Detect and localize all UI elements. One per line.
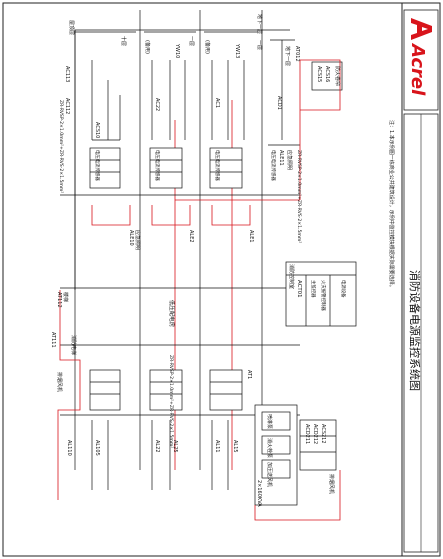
bottom-cab-left-1: AL110 (66, 440, 72, 456)
floor-10-label: 十层 (120, 36, 127, 46)
bottom-pump-2: 消火栓泵 (266, 438, 273, 458)
floor-b1-label: 地下一层 (256, 14, 263, 34)
col3-sensor-id: ALE1 (248, 230, 254, 243)
monitor-module-1: 主监控器 (310, 280, 317, 298)
col2-cabinet-1: AC22 (154, 98, 160, 111)
col1-stair: 楼梯 (62, 292, 69, 302)
drawing-note: 注：1.本示例图一栋商业公共建筑设计，示例中监控模块根据实际需要选择。 (388, 120, 395, 290)
monitor-host-box (285, 261, 357, 327)
monitor-host-id: ACT01 (296, 280, 302, 298)
monitor-module-2: 火灾报警控制器 (320, 280, 327, 311)
col3-ac-1: YW13 (234, 43, 240, 58)
bottom-pump-cap: 2×160KVA (256, 480, 262, 507)
col4-ats-label: 防火卷帘 (334, 66, 341, 86)
floor-1-label: 一层 (188, 36, 194, 46)
col1-feeder: ACS10 (94, 122, 100, 138)
main-bus-label: 低压配电房 (168, 300, 176, 327)
col4-monitor-name: 应急照明 (286, 150, 293, 170)
col4-monitor: 电压电流传感器 (270, 150, 277, 181)
cable-spec-right: ZR-RVSP-2×1.0mm²+ZR-RVS-2×1.5mm² (296, 150, 302, 243)
brand-name: Acrel (407, 42, 428, 96)
bottom-fan-3: 排烟风机 (328, 474, 335, 494)
col2-tag-a: (备用) (144, 40, 151, 54)
bottom-cab-mid-2: AL25 (172, 440, 178, 453)
cable-spec-top: ZR-RVSP-2×1.0mm²+ZR-RVS-2×1.5mm² (58, 100, 64, 193)
col1-sensor: 电压电流传感器 (94, 150, 101, 181)
floor-roof-label: 屋顶层 (68, 20, 74, 35)
diagram-body (57, 10, 357, 521)
bottom-fan-2: 加压送风机 (266, 462, 273, 487)
col4-label-top: 地下一层 (284, 46, 291, 66)
col1-cabinet-1: AC113 (64, 66, 70, 82)
acrel-logo: Acrel (407, 16, 435, 104)
floor-b1-short-label: 一层 (256, 40, 262, 50)
monitor-host-title: 消防控制室 (288, 264, 295, 289)
col3-cabinet-1: AC1 (214, 98, 220, 108)
text-labels: 屋顶层 十层 一层 地下一层 一层 ZR-RVSP-2×1.0mm²+ZR-RV… (50, 14, 395, 507)
col4-label-right: AT012 (294, 46, 300, 62)
bottom-ats-a: ACD211 (304, 424, 310, 444)
title-block: Acrel 消防设备电源监控系统图 (403, 9, 439, 553)
col1-cabinet-2: AC112 (64, 98, 70, 114)
sheet-title: 消防设备电源监控系统图 (408, 270, 422, 391)
col1-sensor-id: ALE10 (128, 230, 134, 246)
bottom-pump-title: 喷淋泵 (266, 414, 273, 429)
col2-sensor-id: ALE2 (188, 230, 194, 243)
col1-ac-top: AT112 (56, 292, 62, 308)
bottom-cab-mid-1: AL22 (154, 440, 160, 453)
logo-mark-icon (411, 18, 432, 40)
bottom-cab-right-1: AL11 (214, 440, 220, 453)
bottom-ats-b: ACD212 (312, 424, 318, 444)
col1-name: 应急照明 (134, 230, 141, 250)
col3-tag-a: (备用) (204, 40, 211, 54)
col4-monitor-id: ALE11 (278, 150, 284, 166)
col1-elevator: 消防电梯 (70, 335, 77, 355)
col4-ats-1: ACS15 (316, 66, 322, 82)
bottom-ats-c: ACS212 (320, 424, 326, 444)
bottom-at: AT1 (246, 370, 252, 379)
monitor-bus-red (57, 290, 81, 500)
col4-ac: ACD1 (276, 96, 282, 110)
col1-fan: 排烟风机 (56, 372, 63, 392)
bottom-cab-right-2: AL15 (232, 440, 238, 453)
col3-sensor: 电压电流传感器 (214, 150, 221, 181)
col2-sensor: 电压电流传感器 (154, 150, 161, 181)
cable-spec-bottom: ZR-RVSP-2×1.0mm²+ZR-RVS-2×1.5mm² (168, 355, 174, 448)
monitor-module-3: 电源设备 (340, 280, 347, 298)
col4-ats-2: ACS16 (324, 66, 330, 82)
bottom-cab-left-2: AL105 (94, 440, 100, 456)
col2-ac-1: YW10 (174, 43, 180, 58)
col1-ac-mid: AT111 (50, 332, 56, 348)
